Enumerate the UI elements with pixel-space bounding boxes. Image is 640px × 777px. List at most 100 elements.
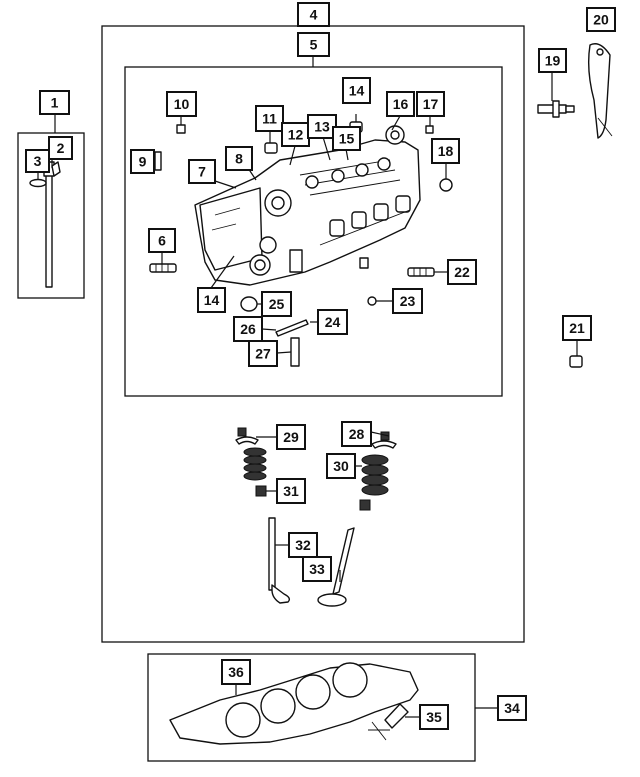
valve-spring-30-part [361,454,389,496]
valve-seal-30-part [359,499,371,511]
callout-13: 13 [307,114,337,139]
svg-text:28: 28 [349,426,365,442]
callout-11: 11 [255,105,284,132]
tube-27-part [290,337,300,367]
svg-text:23: 23 [400,293,416,309]
svg-text:35: 35 [426,709,442,725]
svg-text:29: 29 [283,429,299,445]
valve-spring-29-part [243,447,267,481]
dipstick-seal-part [29,178,47,188]
svg-text:14: 14 [349,83,365,99]
callout-7: 7 [188,159,216,184]
callout-28: 28 [341,421,372,447]
callout-20: 20 [586,7,616,32]
callout-2: 2 [48,136,73,160]
callout-3: 3 [25,149,50,173]
svg-text:22: 22 [454,264,470,280]
tool-35-part [368,703,409,741]
callout-27: 27 [248,340,278,367]
callout-32: 32 [288,532,318,558]
seal-25-part [240,296,258,312]
bracket-20-part [587,43,613,139]
svg-text:11: 11 [262,111,277,127]
svg-text:7: 7 [198,164,206,180]
ball-plug-23-part [367,296,377,306]
dipstick-part [43,161,61,288]
svg-text:32: 32 [295,537,311,553]
callout-34: 34 [497,695,527,721]
svg-text:3: 3 [34,153,42,169]
svg-text:33: 33 [309,561,325,577]
callout-16: 16 [386,91,415,117]
callout-35: 35 [419,704,449,730]
dipstick-group-frame [17,132,85,299]
callout-17: 17 [416,91,445,117]
retainer-disc-28-part [371,440,397,449]
svg-text:20: 20 [593,12,609,28]
svg-text:9: 9 [139,154,147,170]
svg-text:8: 8 [235,151,243,167]
callout-1: 1 [39,90,70,115]
callout-4: 4 [297,2,330,27]
callout-22: 22 [447,259,477,285]
callout-31: 31 [276,478,306,504]
callout-21: 21 [562,315,592,341]
svg-text:25: 25 [269,296,285,312]
dowel-9-part [154,151,162,171]
svg-text:31: 31 [283,483,299,499]
svg-text:21: 21 [569,320,585,336]
callout-14-top: 14 [342,77,371,104]
plug-18-part [439,178,453,192]
svg-text:19: 19 [545,53,561,69]
bolt-19-part [537,100,575,118]
svg-text:13: 13 [314,119,330,135]
callout-24: 24 [317,309,348,335]
svg-text:10: 10 [174,96,190,112]
svg-text:17: 17 [423,96,439,112]
callout-10: 10 [166,91,197,117]
callout-33: 33 [302,556,332,582]
svg-text:6: 6 [158,233,166,249]
svg-text:5: 5 [310,37,318,53]
svg-text:15: 15 [339,131,355,147]
cap-21-part [569,355,583,368]
callout-19: 19 [538,48,567,73]
svg-text:16: 16 [393,96,409,112]
callout-12: 12 [281,122,310,147]
svg-text:18: 18 [438,143,454,159]
svg-text:27: 27 [255,346,271,362]
callout-5: 5 [297,32,330,57]
callout-18: 18 [431,138,460,164]
retainer-29-part [237,427,247,437]
callout-9: 9 [130,149,155,174]
callout-25: 25 [261,291,292,317]
callout-14-bottom: 14 [197,287,226,313]
oring-26-part [275,319,309,337]
svg-text:34: 34 [504,700,520,716]
stud-6-part [149,263,177,273]
cap-10-part [176,124,186,134]
retainer-disc-29-part [235,436,259,445]
head-gasket-36-part [169,662,419,745]
svg-text:36: 36 [228,664,244,680]
callout-29: 29 [276,424,306,450]
svg-text:14: 14 [204,292,220,308]
svg-text:24: 24 [325,314,341,330]
svg-text:12: 12 [288,127,304,143]
callout-36: 36 [221,659,251,685]
exhaust-valve-33-part [317,527,355,607]
svg-text:30: 30 [333,458,349,474]
callout-8: 8 [225,146,253,171]
valve-seal-31-part [255,485,267,497]
callout-6: 6 [148,228,176,253]
callout-23: 23 [392,288,423,314]
callout-15: 15 [332,126,361,151]
svg-text:2: 2 [57,140,65,156]
plug-11-part [264,142,278,154]
cylinder-head-part [194,125,421,286]
stud-22-part [407,267,435,277]
svg-text:4: 4 [310,7,318,23]
intake-valve-32-part [268,517,291,604]
svg-text:1: 1 [51,95,59,111]
